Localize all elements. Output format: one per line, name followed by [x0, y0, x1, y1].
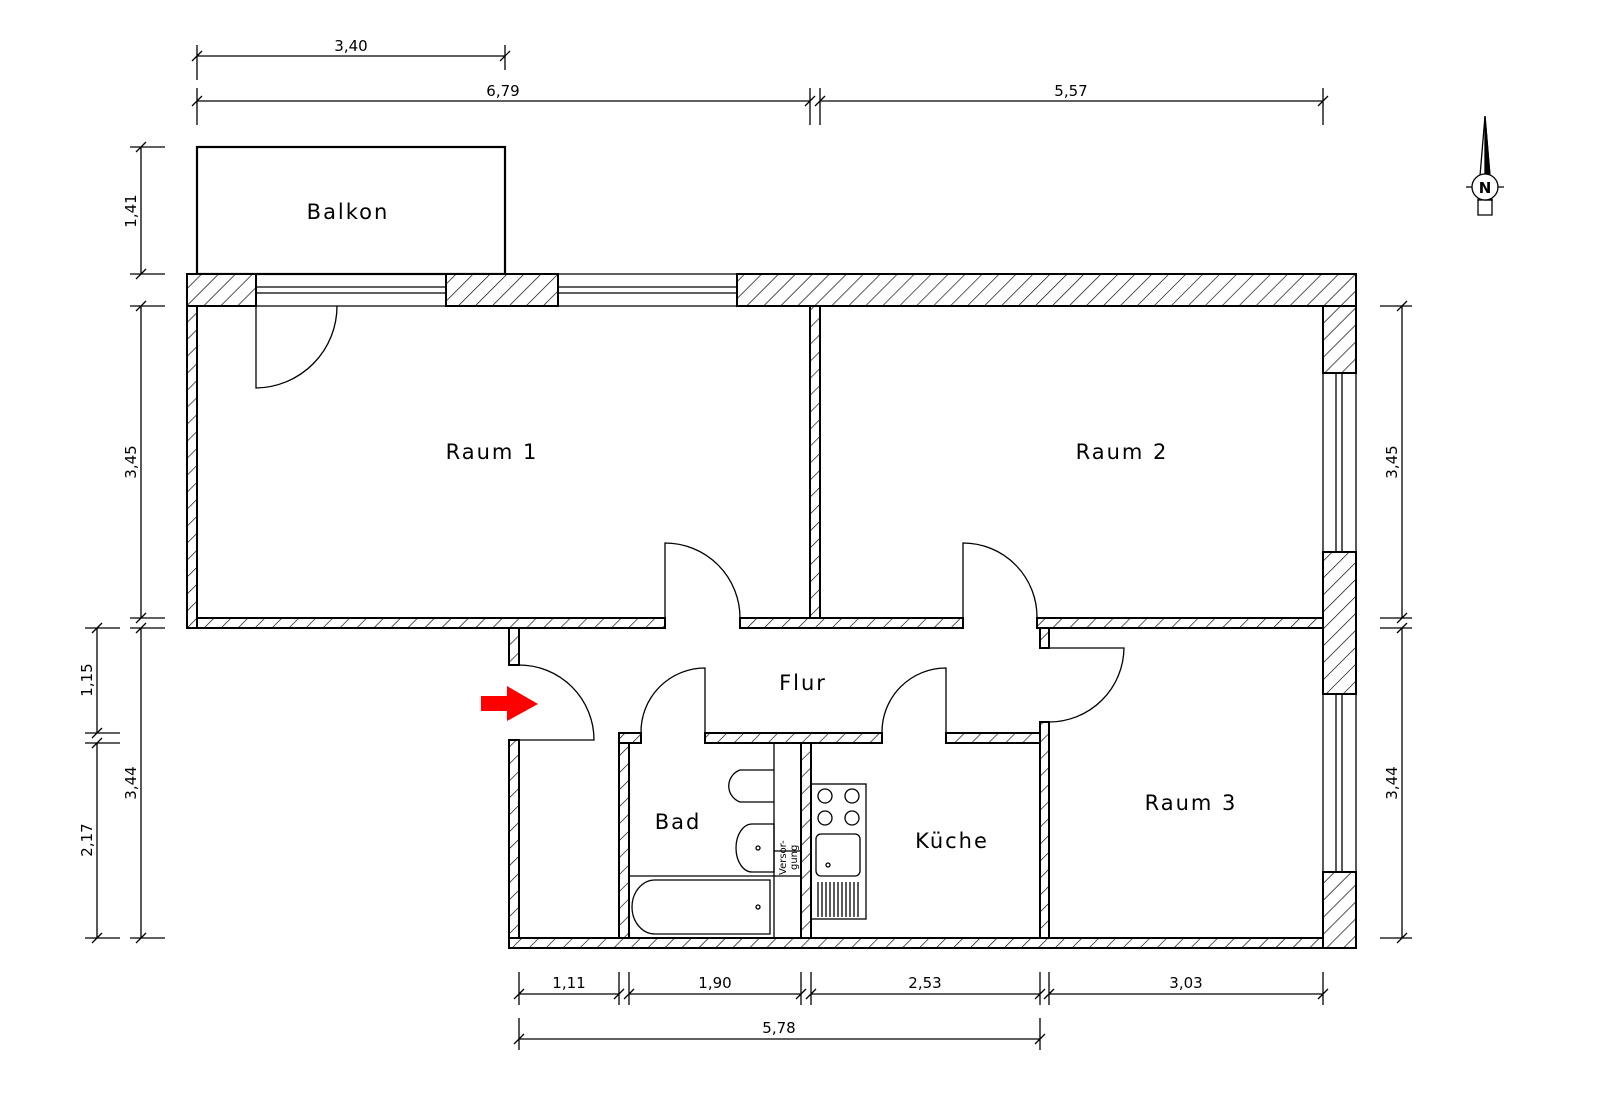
svg-text:2,53: 2,53	[908, 974, 941, 992]
svg-text:N: N	[1479, 179, 1492, 197]
svg-text:3,03: 3,03	[1169, 974, 1202, 992]
windows	[256, 273, 1357, 872]
north-arrow-icon: N	[1466, 115, 1504, 216]
label-raum3: Raum 3	[1145, 791, 1238, 815]
svg-text:3,40: 3,40	[334, 37, 367, 55]
svg-text:3,45: 3,45	[122, 445, 140, 478]
doors[interactable]	[255, 305, 1125, 741]
label-flur: Flur	[779, 671, 827, 695]
walls	[186, 273, 1357, 949]
entrance-arrow-icon	[481, 686, 538, 721]
label-raum1: Raum 1	[446, 440, 539, 464]
label-versorgung-2: gung	[789, 845, 800, 870]
svg-text:1,90: 1,90	[698, 974, 731, 992]
svg-text:5,78: 5,78	[762, 1019, 795, 1037]
kitchen-fixtures	[810, 783, 867, 920]
svg-text:3,44: 3,44	[122, 766, 140, 799]
label-kueche: Küche	[915, 829, 989, 853]
label-bad: Bad	[655, 810, 702, 834]
label-versorgung-1: Versor-	[778, 840, 789, 875]
label-raum2: Raum 2	[1076, 440, 1169, 464]
svg-text:3,44: 3,44	[1383, 766, 1401, 799]
dimension-labels: 3,40 6,79 5,57 1,41 3,45 3,44 1,15 2,17 …	[78, 37, 1401, 1037]
svg-text:1,41: 1,41	[122, 194, 140, 227]
svg-text:6,79: 6,79	[486, 82, 519, 100]
bathroom-fixtures	[629, 743, 801, 938]
dimension-lines	[85, 45, 1412, 1050]
svg-text:5,57: 5,57	[1054, 82, 1087, 100]
svg-text:3,45: 3,45	[1383, 445, 1401, 478]
svg-text:1,11: 1,11	[552, 974, 585, 992]
label-balkon: Balkon	[307, 200, 390, 224]
svg-text:2,17: 2,17	[78, 823, 96, 856]
svg-text:1,15: 1,15	[78, 663, 96, 696]
